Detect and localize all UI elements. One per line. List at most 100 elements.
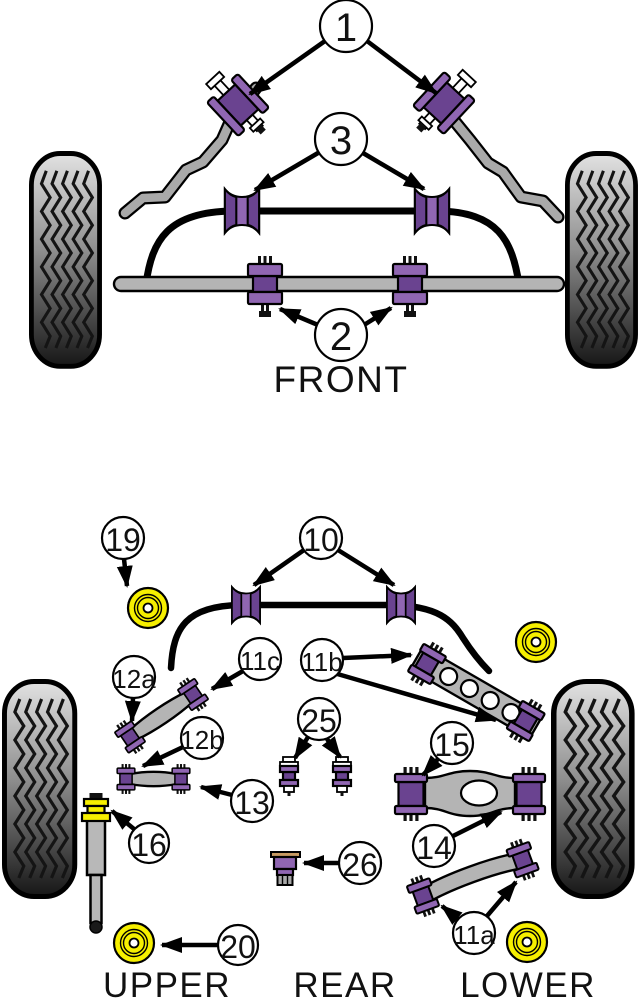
rear-diff-mount-assembly xyxy=(393,765,547,823)
callout-circle xyxy=(111,654,157,700)
rear-anti-roll-bar xyxy=(167,601,493,675)
tire-front-right xyxy=(567,153,635,366)
callout-14: 14 xyxy=(411,823,457,869)
callout-label: 13 xyxy=(234,785,270,821)
callout-label: 26 xyxy=(342,847,378,883)
front-anti-roll-bar xyxy=(142,207,523,288)
callout-11a: 11a xyxy=(451,910,497,956)
arrow-2-right xyxy=(362,306,393,327)
arrow-3-left xyxy=(253,151,320,192)
callout-circle xyxy=(237,636,283,682)
callout-label: 3 xyxy=(330,119,352,163)
rear-label: REAR xyxy=(293,966,396,1000)
mount-bush-26 xyxy=(270,851,301,886)
callout-circle xyxy=(313,307,369,363)
bump-stop xyxy=(80,793,112,823)
damper-washer-upper-left xyxy=(126,586,170,630)
arrow-2-left xyxy=(278,306,319,328)
callout-circle xyxy=(216,923,260,967)
short-arm-bush-left xyxy=(116,763,136,795)
callout-1: 1 xyxy=(318,0,374,54)
arrow-10-right xyxy=(336,548,396,587)
arrow-11c xyxy=(210,669,245,691)
callout-2: 2 xyxy=(313,307,369,363)
callout-circle xyxy=(337,840,383,886)
shock-absorber xyxy=(80,793,112,934)
callout-circle xyxy=(127,821,171,865)
callout-circle xyxy=(451,910,497,956)
arrow-25-left xyxy=(293,735,313,760)
arrow-12a xyxy=(124,697,141,723)
callout-label: 11a xyxy=(453,920,495,950)
upper-label: UPPER xyxy=(103,966,231,1000)
callout-19: 19 xyxy=(100,515,146,561)
callout-label: 16 xyxy=(131,827,167,863)
tire-rear-left xyxy=(4,682,74,897)
callout-20: 20 xyxy=(216,923,260,967)
callout-circle xyxy=(318,0,374,54)
callout-circle xyxy=(299,637,345,683)
callout-label: 15 xyxy=(434,727,470,763)
callout-11c: 11c xyxy=(237,636,283,682)
callout-label: 12a xyxy=(112,664,156,694)
diff-mount-bush-right xyxy=(511,765,547,823)
shock-rod xyxy=(89,873,103,925)
callout-label: 11c xyxy=(240,646,280,676)
rear-upper-toe-arm xyxy=(111,673,212,758)
callout-label: 2 xyxy=(330,315,352,359)
arm-hole xyxy=(459,678,480,699)
arrow-12b xyxy=(141,744,184,769)
arrow-19 xyxy=(116,558,133,588)
rear-section: 19 10 11c 11b 12a 12b 13 25 xyxy=(4,515,632,1000)
arrow-14 xyxy=(451,809,503,839)
rear-lower-control-arm xyxy=(403,835,542,921)
short-arm-bush-right xyxy=(171,763,191,795)
callout-26: 26 xyxy=(337,840,383,886)
arrow-1-left xyxy=(248,39,327,96)
callout-circle xyxy=(100,515,146,561)
callout-circle xyxy=(298,515,344,561)
damper-washer-lower-right xyxy=(505,920,549,964)
lower-label: LOWER xyxy=(460,966,596,1000)
arrow-11a-right xyxy=(485,880,518,918)
callout-12a: 12a xyxy=(111,654,157,700)
damper-washer-lower-left xyxy=(112,921,156,965)
callout-label: 10 xyxy=(303,522,339,558)
callout-label: 12b xyxy=(180,725,223,755)
callout-10: 10 xyxy=(298,515,344,561)
arrow-13 xyxy=(199,784,233,800)
callout-3: 3 xyxy=(313,111,369,167)
diff-mount-bush-left xyxy=(393,765,429,823)
callout-13: 13 xyxy=(229,778,275,824)
callout-label: 11b xyxy=(301,647,342,677)
arrow-11a-left xyxy=(440,904,463,925)
callout-label: 19 xyxy=(105,522,141,558)
callout-circle xyxy=(411,823,457,869)
tire-rear-right xyxy=(554,682,632,897)
arrow-10-left xyxy=(252,548,306,587)
callout-11b: 11b xyxy=(299,637,345,683)
callout-circle xyxy=(429,720,475,766)
rear-lower-short-arm xyxy=(116,763,191,795)
shock-eye xyxy=(89,920,103,934)
callout-label: 1 xyxy=(335,6,357,50)
callout-circle xyxy=(296,696,342,742)
callout-circle xyxy=(313,111,369,167)
callout-circle xyxy=(179,715,225,761)
shock-body xyxy=(85,818,107,877)
front-lower-bar xyxy=(112,275,566,293)
tire-front-left xyxy=(31,153,99,366)
arrow-11b-upper xyxy=(342,647,413,664)
callout-label: 14 xyxy=(416,830,452,866)
arrow-11b-lower xyxy=(333,670,498,723)
callout-15: 15 xyxy=(429,720,475,766)
callout-label: 25 xyxy=(301,703,337,739)
mount-hole xyxy=(459,779,499,807)
arm-hole xyxy=(439,666,459,687)
arrow-16 xyxy=(110,809,136,831)
callout-label: 20 xyxy=(220,929,256,965)
damper-washer-upper-right xyxy=(514,620,558,664)
arrow-25-right xyxy=(321,736,342,759)
